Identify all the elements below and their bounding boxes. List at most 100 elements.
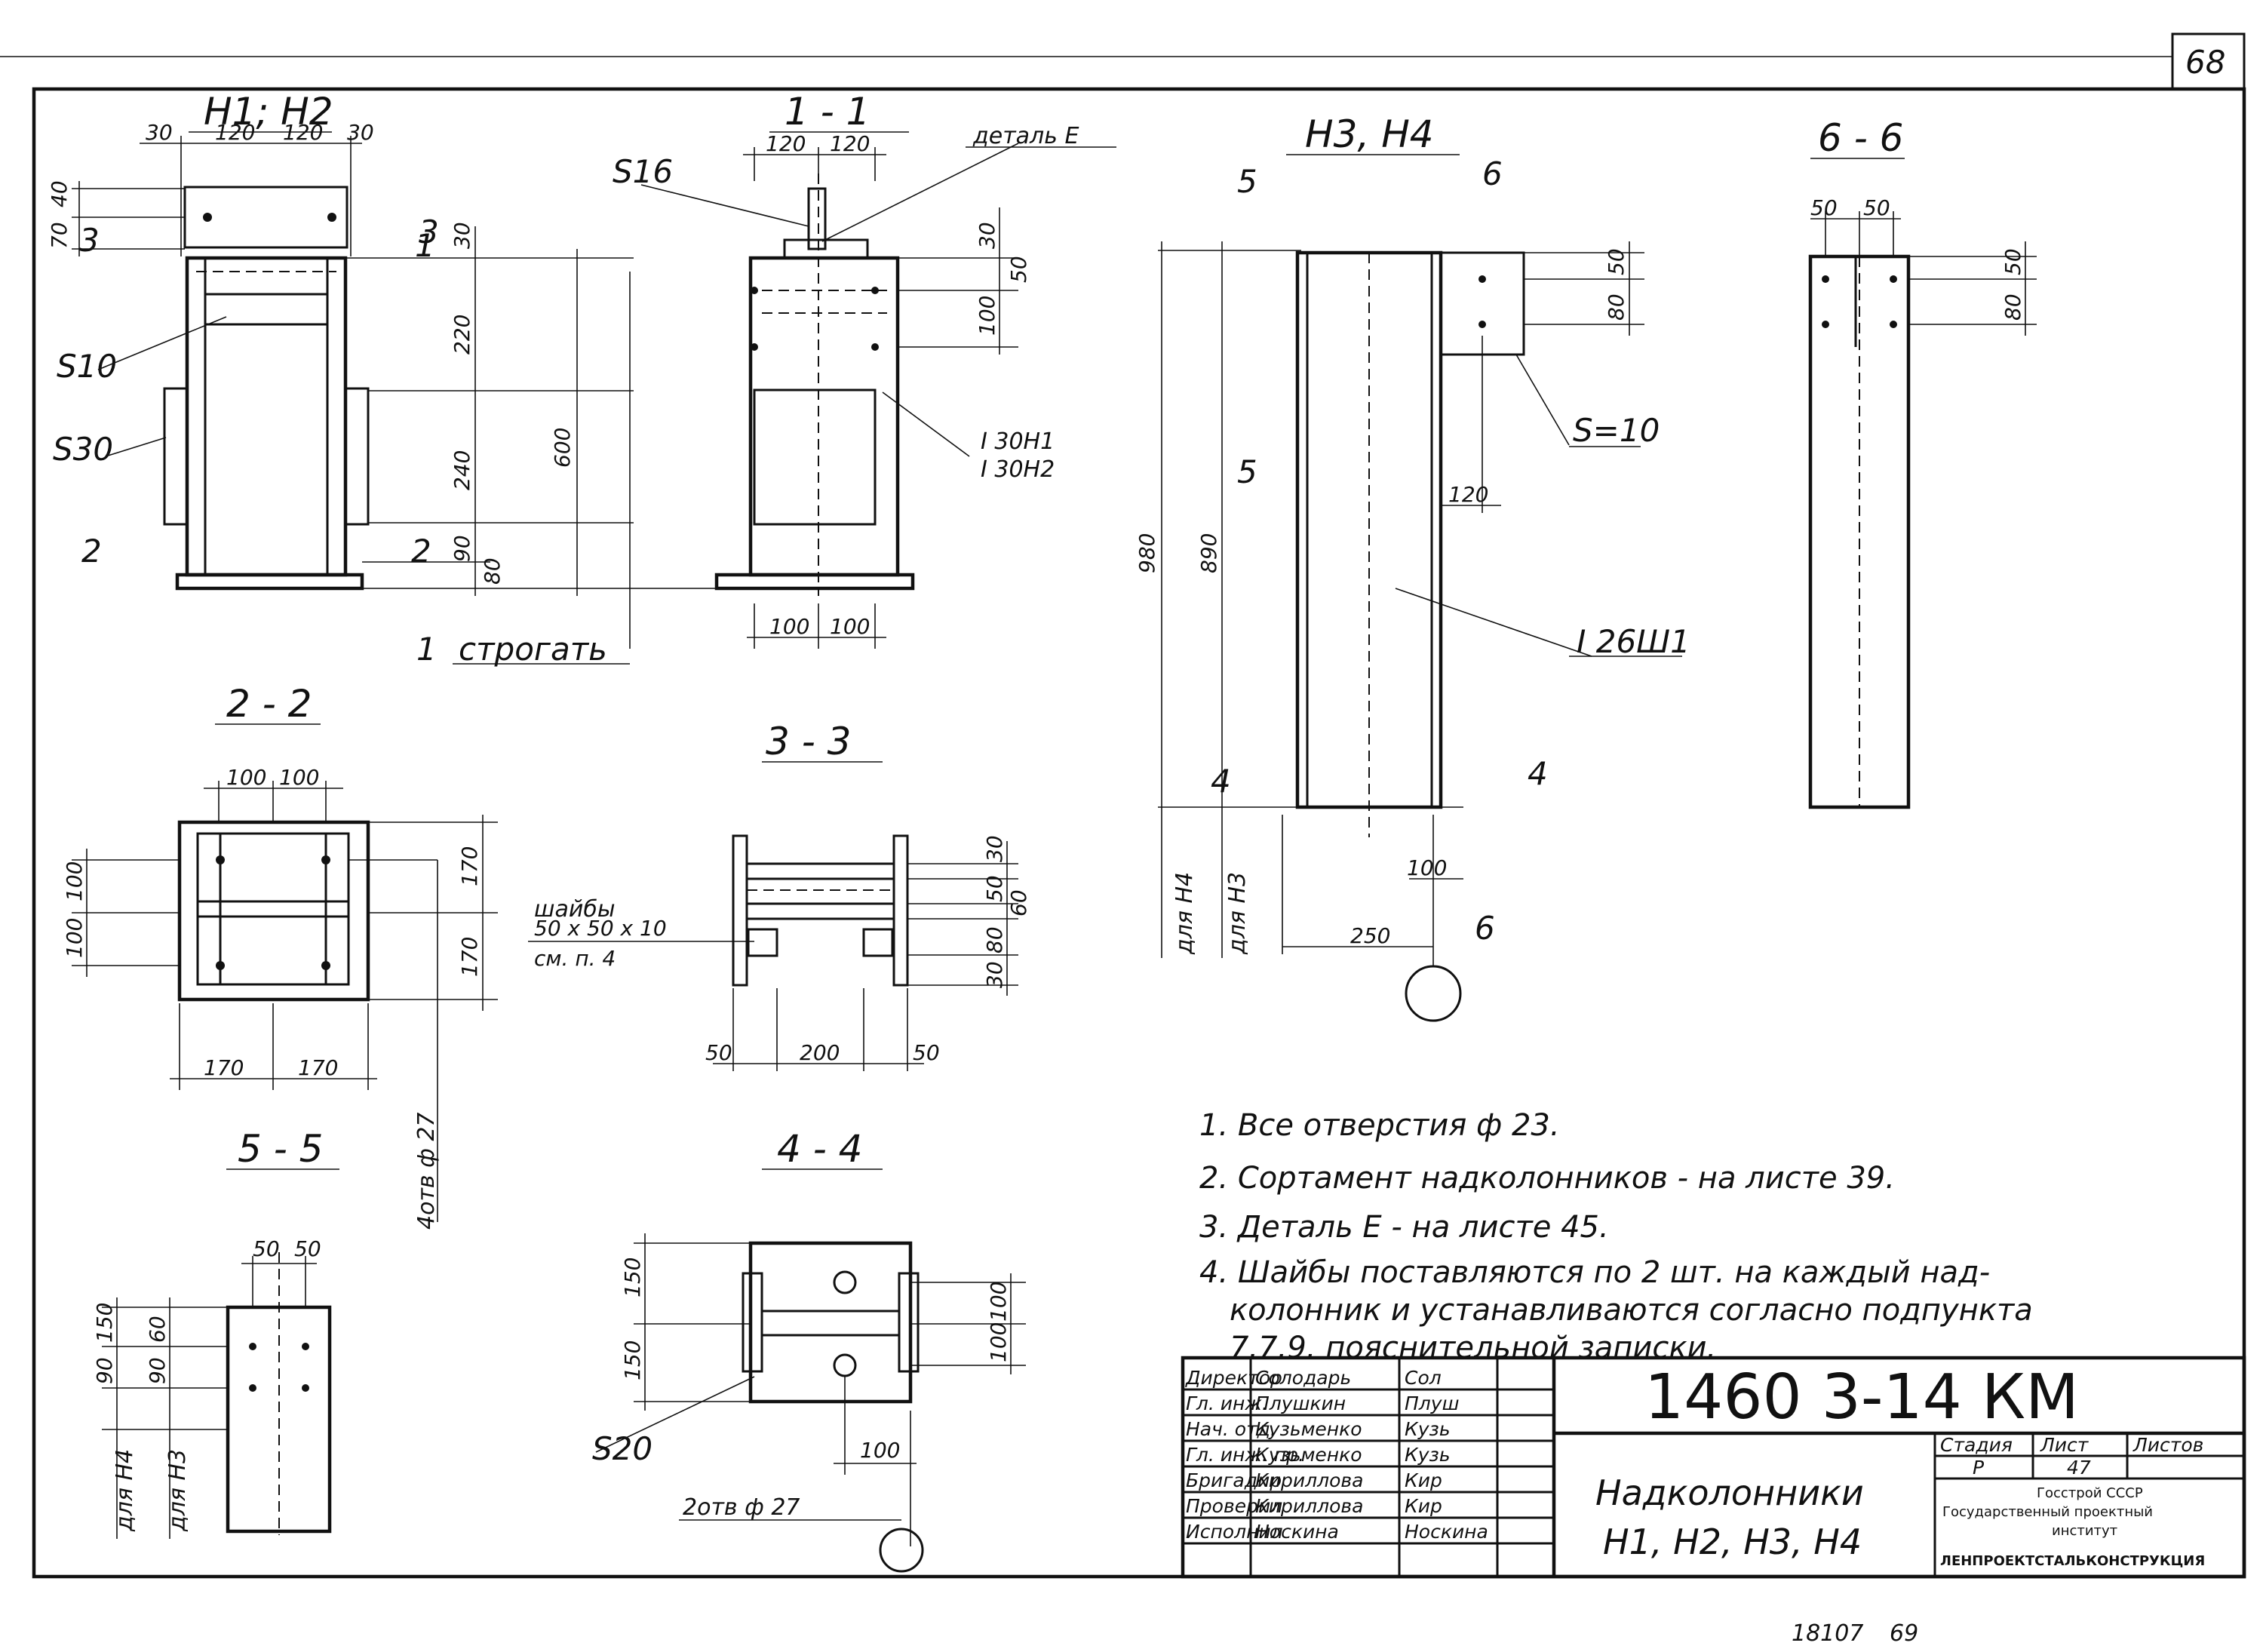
s66-dim-right-80: 80 <box>2000 293 2025 321</box>
h1h2-dim-left-1: 70 <box>47 222 72 249</box>
tb-role-2: Гл. инж. <box>1186 1393 1268 1414</box>
cut-mark-1-bottom: 1 <box>416 631 437 668</box>
s55-dim-b-1: 90 <box>145 1357 170 1384</box>
note-2: 2. Сортамент надколонников - на листе 39… <box>1199 1161 1895 1196</box>
h3h4-plate-s10: S=10 <box>1573 412 1660 449</box>
section-6-6 <box>1808 158 2037 809</box>
s55-dim-top-2: 50 <box>294 1236 321 1261</box>
tb-val-stage: Р <box>1973 1457 1985 1479</box>
h1h2-dim-mid-2: 220 <box>450 315 474 355</box>
s33-dim-bottom-1: 50 <box>705 1040 732 1065</box>
section-6-6-title: 6 - 6 <box>1818 116 1903 160</box>
tb-name-7: Носкина <box>1255 1521 1339 1543</box>
s33-dim-bottom-3: 50 <box>913 1040 940 1065</box>
s22-dim-top-2: 100 <box>279 765 319 790</box>
tb-val-sheet: 47 <box>2067 1457 2091 1479</box>
s22-dim-bottom-2: 170 <box>298 1055 338 1080</box>
s55-dim-a-2: 150 <box>92 1303 117 1343</box>
h1h2-dim-top-2: 120 <box>215 120 255 145</box>
tb-signature-2: Плуш <box>1405 1393 1459 1414</box>
h3h4-for-h4: для Н4 <box>1171 872 1198 955</box>
tb-name-3: Кузьменко <box>1255 1418 1362 1440</box>
title-block <box>1181 1356 2246 1579</box>
tb-name-4: Кузьменко <box>1255 1444 1362 1466</box>
s44-holes: 2отв ф 27 <box>683 1494 800 1521</box>
note-1: 1. Все отверстия ф 23. <box>1199 1108 1560 1143</box>
tb-name-line-2: Н1, Н2, Н3, Н4 <box>1603 1521 1862 1562</box>
view-h1h2: H1; H2 <box>72 90 724 665</box>
h3h4-for-h3: для Н3 <box>1224 872 1251 955</box>
tb-signature-1: Сол <box>1405 1367 1442 1389</box>
view-h1h2-title: H1; H2 <box>204 90 333 134</box>
h3h4-dim-120: 120 <box>1448 482 1488 507</box>
s11-beam-2: I 30Н2 <box>981 456 1055 483</box>
tb-org-4: ЛЕНПРОЕКТСТАЛЬКОНСТРУКЦИЯ <box>1940 1553 2205 1569</box>
tb-role-6: Проверил <box>1186 1495 1282 1517</box>
section-3-3-title: 3 - 3 <box>766 720 851 763</box>
h3h4-dim-right-80: 80 <box>1604 293 1629 321</box>
tb-role-7: Исполнил <box>1186 1521 1283 1543</box>
cut-mark-2-left: 2 <box>81 533 102 570</box>
s33-dim-right-1: 30 <box>982 835 1007 862</box>
s44-dim-left-2: 150 <box>620 1340 645 1380</box>
cut-mark-4-left: 4 <box>1211 763 1231 800</box>
note-4-cont-1: колонник и устанавливаются согласно подп… <box>1230 1293 2033 1328</box>
s55-dim-top-1: 50 <box>253 1236 280 1261</box>
h3h4-dim-980: 980 <box>1135 533 1159 573</box>
h1h2-dim-mid-1: 30 <box>450 222 474 249</box>
view-h3h4 <box>1158 154 1682 1022</box>
cut-mark-3-left: 3 <box>79 222 100 259</box>
tb-org-3: институт <box>2052 1523 2117 1539</box>
cut-mark-2-right: 2 <box>411 533 431 570</box>
page-number: 68 <box>2185 44 2225 81</box>
s55-dim-a-1: 90 <box>92 1357 117 1384</box>
s55-dim-b-2: 60 <box>145 1316 170 1343</box>
tb-signature-7: Носкина <box>1405 1521 1488 1543</box>
s33-dim-right-4: 80 <box>982 926 1007 953</box>
h1h2-plate-s10: S10 <box>57 348 117 385</box>
tb-org-1: Госстрой СССР <box>2037 1485 2143 1501</box>
tb-signature-4: Кузь <box>1405 1444 1451 1466</box>
cut-mark-3-right: 3 <box>419 213 439 250</box>
s66-dim-top-2: 50 <box>1863 195 1890 220</box>
s44-dim-left-1: 150 <box>620 1257 645 1297</box>
sheet-frame <box>0 32 2246 1579</box>
tb-name-5: Кириллова <box>1255 1469 1363 1491</box>
tb-signature-3: Кузь <box>1405 1418 1451 1440</box>
s66-dim-right-50: 50 <box>2000 248 2025 275</box>
plane-note: строгать <box>459 631 607 668</box>
s44-dim-right-1: 100 <box>986 1282 1011 1322</box>
note-4-cont-2: 7.7.9. пояснительной записки. <box>1230 1331 1716 1365</box>
s11-dim-bottom-1: 100 <box>769 614 809 639</box>
s11-dim-right-1: 30 <box>975 222 999 249</box>
note-4: 4. Шайбы поставляются по 2 шт. на каждый… <box>1199 1255 1990 1290</box>
tb-signature-6: Кир <box>1405 1495 1442 1517</box>
tb-signature-5: Кир <box>1405 1469 1442 1491</box>
tb-hdr-sheet: Лист <box>2040 1434 2090 1456</box>
tb-role-1: Директор <box>1185 1367 1282 1389</box>
tb-org-2: Государственный проектный <box>1942 1504 2153 1520</box>
h1h2-dim-top-4: 30 <box>347 120 374 145</box>
h3h4-dim-right-50: 50 <box>1604 248 1629 275</box>
h1h2-dim-mid-5: 80 <box>480 557 505 585</box>
cut-mark-5-top: 5 <box>1237 163 1257 200</box>
h3h4-beam: I 26Ш1 <box>1577 623 1690 660</box>
section-5-5-title: 5 - 5 <box>238 1127 323 1171</box>
h1h2-dim-top-3: 120 <box>283 120 323 145</box>
h3h4-dim-100: 100 <box>1407 855 1447 880</box>
s33-washers-3: см. п. 4 <box>534 946 616 971</box>
s33-dim-bottom-2: 200 <box>800 1040 840 1065</box>
cut-mark-5-mid: 5 <box>1237 453 1257 490</box>
tb-role-5: Бригадир <box>1186 1469 1282 1491</box>
s33-washers-1: шайбы <box>534 896 616 923</box>
h1h2-dim-top-1: 30 <box>146 120 173 145</box>
section-2-2 <box>72 723 498 1222</box>
cut-mark-6-top: 6 <box>1482 155 1503 192</box>
tb-name-2: Плушкин <box>1255 1393 1346 1414</box>
section-4-4-title: 4 - 4 <box>777 1127 862 1171</box>
s22-dim-right-2: 170 <box>457 937 482 977</box>
cut-mark-4-right: 4 <box>1528 755 1548 792</box>
section-3-3 <box>528 761 1018 1071</box>
tb-doc-code: 1460 3-14 КМ <box>1644 1362 2079 1433</box>
